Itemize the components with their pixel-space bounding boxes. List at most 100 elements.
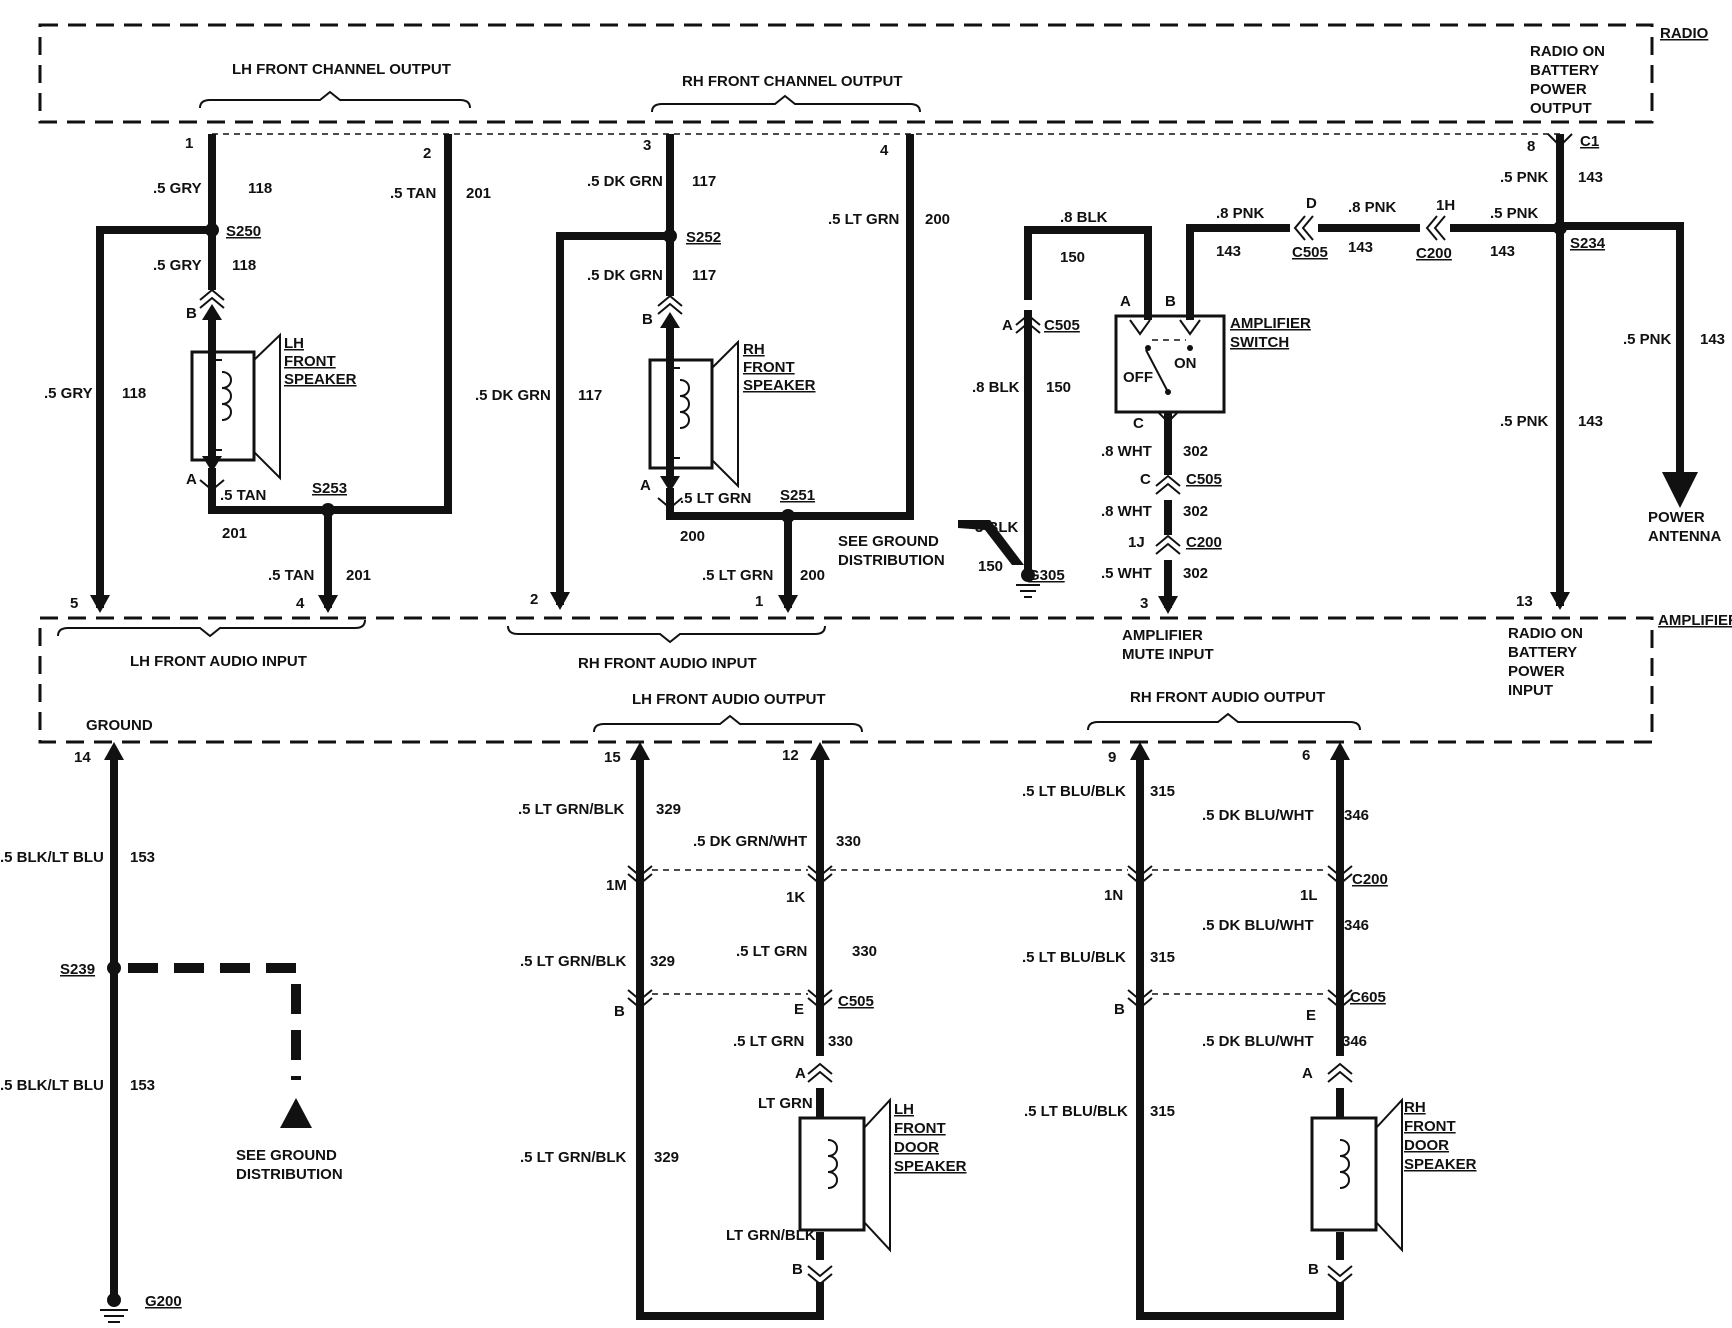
lh-door-speaker: [798, 1097, 891, 1253]
c315-3: 315: [1150, 1103, 1175, 1120]
rh-door-speaker: [1310, 1097, 1403, 1253]
lh-door-2: FRONT: [894, 1120, 946, 1137]
c200-1: 200: [680, 528, 705, 545]
w-blk3: 3 BLK: [975, 519, 1019, 536]
conn-c-c505: C: [1140, 471, 1151, 488]
w-blk8-1: .8 BLK: [1060, 209, 1108, 226]
c150-2: 150: [1046, 379, 1071, 396]
sw-pin-c: C: [1133, 415, 1144, 432]
w-pnk5-2: .5 PNK: [1500, 169, 1549, 186]
w-gry-1: .5 GRY: [153, 180, 202, 197]
w-dkgrnwht-1: .5 DK GRN/WHT: [693, 833, 807, 850]
conn-a-rh: A: [640, 477, 651, 494]
rh-door-1: RH: [1404, 1099, 1426, 1116]
radio-pin-2: 2: [423, 145, 431, 162]
amplifier-switch-circuit: .8 BLK 150 A C505 .8 BLK 150 G305 A B OF…: [972, 195, 1560, 614]
rh-door-4: SPEAKER: [1404, 1156, 1477, 1173]
lh-spk-1: LH: [284, 335, 304, 352]
splice-s251: S251: [780, 487, 815, 504]
sw-pin-b: B: [1165, 293, 1176, 310]
c118-3: 118: [122, 385, 146, 402]
splice-s250: S250: [226, 223, 261, 240]
conn-c200-1h: C200: [1416, 245, 1452, 262]
ground-label: GROUND: [86, 717, 153, 734]
lh-spk-2: FRONT: [284, 353, 336, 370]
rh-audio-input-label: RH FRONT AUDIO INPUT: [578, 655, 757, 672]
c315-2: 315: [1150, 949, 1175, 966]
w-dkgrn-2: .5 DK GRN: [587, 267, 663, 284]
w-ltgrn-3: .5 LT GRN: [702, 567, 773, 584]
w-pnk5-1: .5 PNK: [1490, 205, 1539, 222]
conn-b-lhd: B: [614, 1003, 625, 1020]
w-tan-1: .5 TAN: [220, 487, 266, 504]
w-gry-2: .5 GRY: [153, 257, 202, 274]
w-ltgrn-door-2: .5 LT GRN: [733, 1033, 804, 1050]
rh-spk-1: RH: [743, 341, 765, 358]
conn-b-lhd2: B: [792, 1261, 803, 1278]
w-ltblublk-1: .5 LT BLU/BLK: [1022, 783, 1126, 800]
w-ltgrnblk-2: .5 LT GRN/BLK: [520, 953, 627, 970]
c117-3: 117: [578, 387, 602, 404]
power-antenna-2: ANTENNA: [1648, 528, 1721, 545]
c143-4: 143: [1578, 169, 1603, 186]
amp-bat-in-4: INPUT: [1508, 682, 1553, 699]
c330-3: 330: [828, 1033, 853, 1050]
amp-pin-6: 6: [1302, 747, 1310, 764]
conn-c505-c: C505: [1186, 471, 1222, 488]
c143-1: 143: [1216, 243, 1241, 260]
lh-front-speaker: [190, 332, 281, 481]
c150-3: 150: [978, 558, 1003, 575]
conn-a-c505: A: [1002, 317, 1013, 334]
w-pnk8-2: .8 PNK: [1348, 199, 1397, 216]
c143-2: 143: [1348, 239, 1373, 256]
splice-s239-dot: [107, 961, 121, 975]
w-dkgrn-1: .5 DK GRN: [587, 173, 663, 190]
c346-3: 346: [1342, 1033, 1367, 1050]
radio-pin-8: 8: [1527, 138, 1535, 155]
conn-a-lhd: A: [795, 1065, 806, 1082]
radio-bat-out-2: BATTERY: [1530, 62, 1599, 79]
c153-2: 153: [130, 1077, 155, 1094]
w-dkbluwht-1: .5 DK BLU/WHT: [1202, 807, 1314, 824]
lh-audio-output-label: LH FRONT AUDIO OUTPUT: [632, 691, 826, 708]
mute-input-2: MUTE INPUT: [1122, 646, 1214, 663]
conn-1l: 1L: [1300, 887, 1318, 904]
conn-c505-a: C505: [1044, 317, 1080, 334]
c329-2: 329: [650, 953, 675, 970]
c153-1: 153: [130, 849, 155, 866]
radio-bat-out-1: RADIO ON: [1530, 43, 1605, 60]
w-pnk8-1: .8 PNK: [1216, 205, 1265, 222]
c346-2: 346: [1344, 917, 1369, 934]
conn-b-rh: B: [642, 311, 653, 328]
radio-bat-out-4: OUTPUT: [1530, 100, 1592, 117]
radio-pin-3: 3: [643, 137, 651, 154]
ground-g200: G200: [145, 1293, 182, 1310]
c118-1: 118: [248, 180, 272, 197]
lh-channel-output-label: LH FRONT CHANNEL OUTPUT: [232, 61, 451, 78]
w-wht8-2: .8 WHT: [1101, 503, 1152, 520]
amp-pin-2: 2: [530, 591, 538, 608]
rh-front-speaker-circuit: .5 DK GRN 117 S252 .5 DK GRN 117 B RH FR…: [475, 134, 950, 613]
conn-a-lh: A: [186, 471, 197, 488]
see-ground-2b: DISTRIBUTION: [236, 1166, 343, 1183]
conn-1h: 1H: [1436, 197, 1455, 214]
c329-3: 329: [654, 1149, 679, 1166]
amp-switch-2: SWITCH: [1230, 334, 1289, 351]
w-blkltblu-2: .5 BLK/LT BLU: [0, 1077, 104, 1094]
w-ltgrnblk-plain: LT GRN/BLK: [726, 1227, 816, 1244]
conn-1j: 1J: [1128, 534, 1145, 551]
mute-input-1: AMPLIFIER: [1122, 627, 1203, 644]
power-circuit: .5 PNK 143 S234 .5 PNK 143 .5 PNK 143 PO…: [1500, 133, 1725, 610]
c201-3: 201: [346, 567, 371, 584]
w-tan-3: .5 TAN: [268, 567, 314, 584]
conn-d: D: [1306, 195, 1317, 212]
w-blk8-2: .8 BLK: [972, 379, 1020, 396]
w-ltgrnblk-3: .5 LT GRN/BLK: [520, 1149, 627, 1166]
c143-5: 143: [1700, 331, 1725, 348]
conn-a-rhd: A: [1302, 1065, 1313, 1082]
c117-1: 117: [692, 173, 716, 190]
conn-c605: C605: [1350, 989, 1386, 1006]
amp-switch-1: AMPLIFIER: [1230, 315, 1311, 332]
rh-door-3: DOOR: [1404, 1137, 1449, 1154]
w-ltblublk-3: .5 LT BLU/BLK: [1024, 1103, 1128, 1120]
